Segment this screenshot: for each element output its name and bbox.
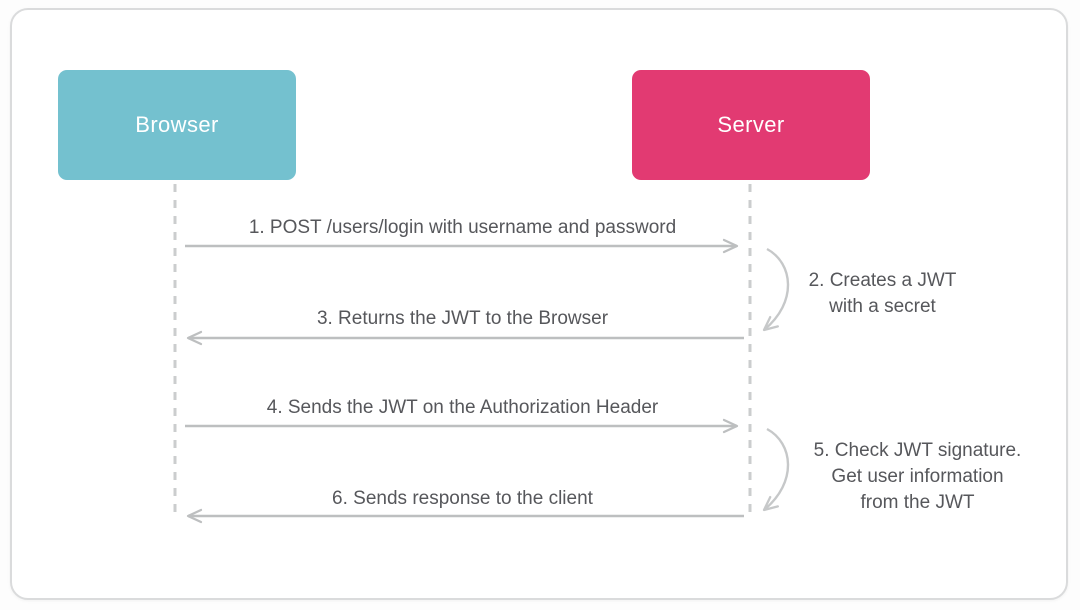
actor-label-browser: Browser xyxy=(135,112,219,137)
actor-box-server: Server xyxy=(632,70,870,180)
message-label-5: 5. Check JWT signature. Get user informa… xyxy=(813,440,1022,513)
message-label-4: 4. Sends the JWT on the Authorization He… xyxy=(266,397,659,418)
message-label-2: 2. Creates a JWT with a secret xyxy=(808,270,957,317)
actor-label-server: Server xyxy=(717,112,785,137)
actor-box-browser: Browser xyxy=(58,70,296,180)
self-loop-message-5 xyxy=(762,427,790,512)
message-label-6: 6. Sends response to the client xyxy=(332,488,593,509)
self-loop-message-2 xyxy=(762,247,790,332)
message-label-1: 1. POST /users/login with username and p… xyxy=(248,217,677,238)
message-label-3: 3. Returns the JWT to the Browser xyxy=(316,308,609,329)
